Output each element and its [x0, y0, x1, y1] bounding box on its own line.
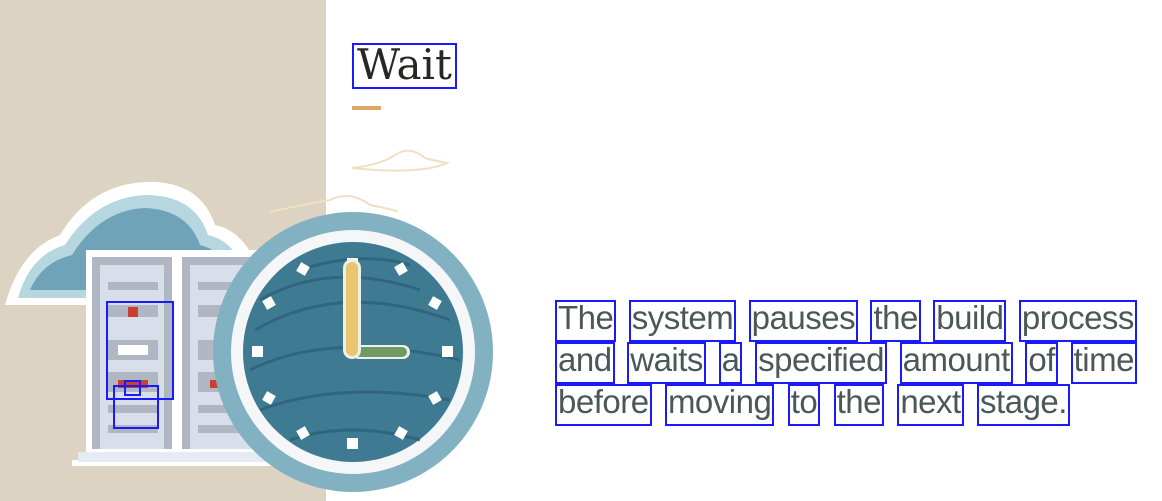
word: pauses: [748, 300, 859, 342]
word: moving: [664, 384, 775, 426]
word: and: [555, 342, 615, 384]
illustration: [5, 149, 493, 492]
decorative-waves: [269, 149, 451, 213]
description-line: before moving to the next stage.: [555, 384, 1070, 426]
word: of: [1025, 342, 1058, 384]
description-paragraph: The system pauses the build process and …: [555, 300, 1137, 426]
word: next: [897, 384, 964, 426]
word: a: [718, 342, 743, 384]
word: system: [628, 300, 737, 342]
word: specified: [755, 342, 887, 384]
word: The: [555, 300, 617, 342]
clock-icon: [213, 212, 493, 492]
word: process: [1018, 300, 1137, 342]
word: time: [1070, 342, 1137, 384]
description-line: The system pauses the build process: [555, 300, 1137, 342]
title-accent-divider: [352, 106, 381, 110]
word: before: [555, 384, 652, 426]
word: waits: [627, 342, 706, 384]
word: the: [870, 300, 921, 342]
word: stage.: [977, 384, 1070, 426]
page-title: Wait: [352, 43, 457, 89]
annotation-boxes: [106, 301, 174, 429]
word: the: [833, 384, 884, 426]
description-line: and waits a specified amount of time: [555, 342, 1137, 384]
word: build: [933, 300, 1007, 342]
word: to: [787, 384, 821, 426]
word: amount: [899, 342, 1013, 384]
